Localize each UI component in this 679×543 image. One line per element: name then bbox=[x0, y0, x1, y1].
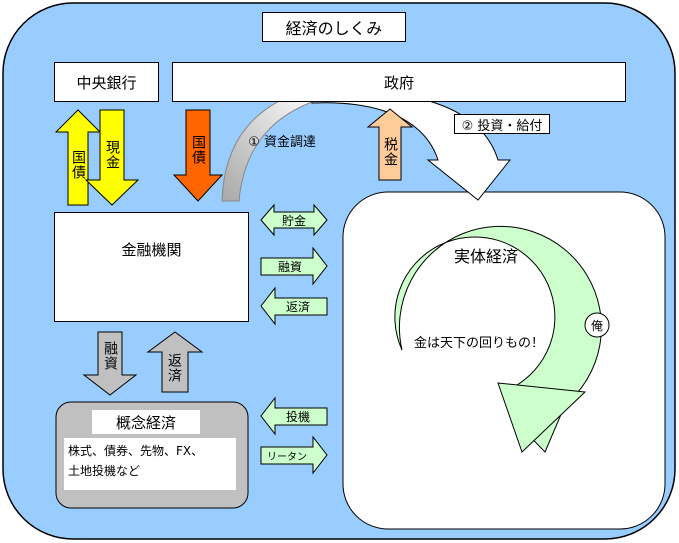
speculation-label: 投機 bbox=[285, 410, 310, 424]
me-label: 俺 bbox=[590, 318, 603, 333]
repay-left-label: 返済 bbox=[285, 300, 310, 314]
circle-note: 金は天下の回りもの！ bbox=[413, 335, 544, 351]
cash-down-label: 現金 bbox=[104, 140, 120, 170]
lending-right-label: 融資 bbox=[277, 260, 302, 274]
central-bank-box: 中央銀行 bbox=[54, 62, 159, 102]
cash-down-arrow bbox=[84, 109, 140, 206]
fund-raising-label: ① 資金調達 bbox=[248, 135, 316, 150]
gov-bond-up-arrow bbox=[54, 109, 102, 206]
conceptual-economy-description: 株式、債券、先物、FX、 土地投機など bbox=[64, 438, 236, 490]
return-label: リータン bbox=[267, 452, 307, 463]
conceptual-economy-line1: 株式、債券、先物、FX、 bbox=[68, 444, 204, 458]
gov-bond-down-arrow bbox=[172, 109, 224, 202]
savings-label: 貯金 bbox=[281, 213, 306, 228]
conceptual-economy-title: 概念経済 bbox=[92, 410, 200, 434]
diagram-title: 経済のしくみ bbox=[262, 12, 406, 42]
repay-up-arrow bbox=[146, 331, 204, 393]
real-economy-label: 実体経済 bbox=[453, 247, 518, 266]
government-box: 政府 bbox=[172, 62, 626, 102]
gov-bond-down-label: 国債 bbox=[190, 135, 206, 165]
tax-arrow bbox=[366, 108, 414, 181]
lending-down-arrow bbox=[82, 331, 138, 396]
economy-cycle-arrow-head bbox=[497, 382, 587, 453]
lending-right-arrow bbox=[260, 246, 328, 286]
repay-up-label: 返済 bbox=[166, 353, 182, 383]
tax-label: 税金 bbox=[382, 137, 398, 167]
financial-institution-box: 金融機関 bbox=[54, 212, 249, 322]
repay-left-arrow bbox=[260, 286, 328, 326]
return-arrow bbox=[260, 435, 328, 475]
lending-down-label: 融資 bbox=[102, 341, 118, 371]
speculation-arrow bbox=[260, 396, 328, 436]
savings-arrow bbox=[260, 203, 328, 237]
gov-bond-up-label: 国債 bbox=[70, 150, 86, 180]
conceptual-economy-line2: 土地投機など bbox=[68, 464, 141, 478]
invest-pay-label: ② 投資・給付 bbox=[454, 114, 550, 134]
me-circle bbox=[584, 312, 610, 338]
